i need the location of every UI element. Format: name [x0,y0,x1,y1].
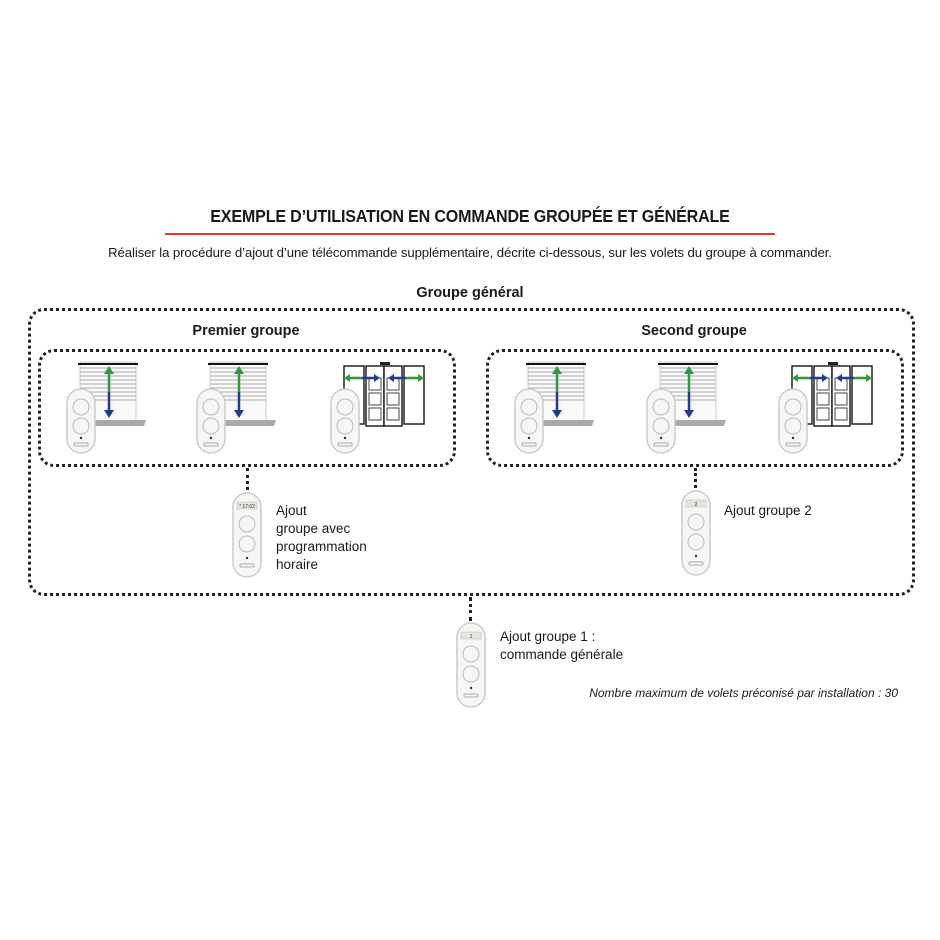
connector-group-2 [694,468,697,488]
remote-control-icon [646,388,676,459]
remote-control-icon [66,388,96,459]
group-2-remote-icon: 2 [681,490,711,581]
remote-control-icon [330,388,360,459]
svg-text:* 17:02: * 17:02 [239,504,255,510]
svg-text:1: 1 [470,634,473,640]
max-shutters-note: Nombre maximum de volets préconisé par i… [589,686,898,700]
label-line: Ajout groupe 1 : [500,629,596,644]
label-line: horaire [276,557,319,572]
roller-shutter-icon [658,361,728,433]
svg-text:2: 2 [695,502,698,508]
general-group-box [28,308,915,596]
sliding-shutter-icon [791,362,874,433]
group-2-box [486,349,904,467]
general-remote-icon: 1 [456,622,486,713]
page-title: EXEMPLE D’UTILISATION EN COMMANDE GROUPÉ… [210,206,730,226]
label-line: groupe avec [276,521,351,536]
subtitle: Réaliser la procédure d’ajout d’une télé… [108,245,832,260]
connector-group-1 [246,468,249,490]
remote-control-icon [778,388,808,459]
remote-control-icon [514,388,544,459]
group-1-box [38,349,456,467]
remote-control-icon [196,388,226,459]
label-line: commande générale [500,647,624,662]
label-line: programmation [276,539,367,554]
group-2-remote-label: Ajout groupe 2 [724,503,812,518]
group-1-label: Premier groupe [192,323,300,339]
group-1-timer-remote-icon: * 17:02 [232,492,262,583]
label-line: Ajout [276,503,307,518]
group-2-label: Second groupe [641,323,747,339]
general-group-label: Groupe général [416,285,524,301]
title-underline [165,233,775,235]
group-1-remote-label: Ajout groupe avec programmation horaire [276,502,367,574]
connector-general [469,597,472,621]
general-remote-label: Ajout groupe 1 : commande générale [500,628,623,664]
